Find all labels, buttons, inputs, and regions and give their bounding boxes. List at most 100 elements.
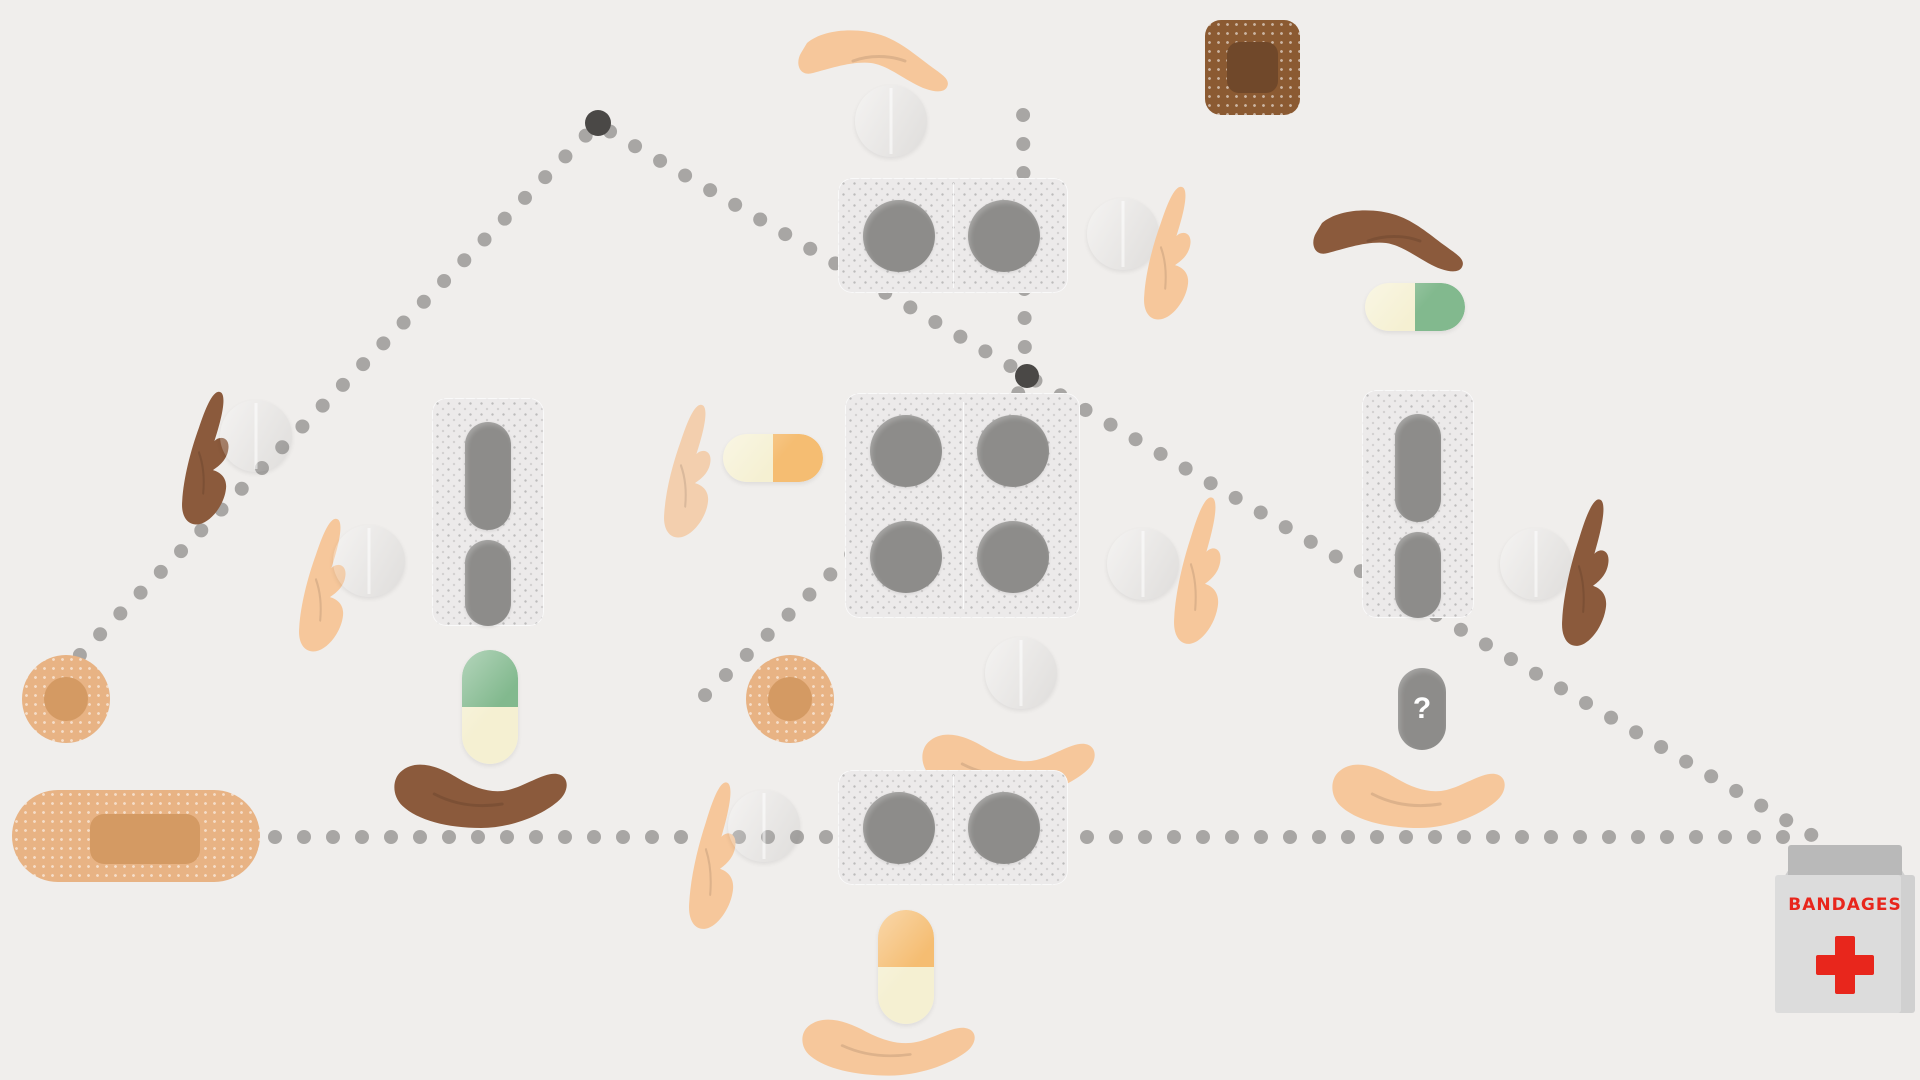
palm-with-orange-cream-capsule (800, 1005, 980, 1080)
path-dot (1726, 781, 1746, 801)
path-dot (625, 136, 645, 156)
path-dot (355, 830, 369, 844)
path-dot (1017, 310, 1032, 326)
path-dot (1626, 722, 1646, 742)
path-dot (1017, 339, 1032, 355)
brown-square-bandage (1205, 20, 1300, 115)
path-dot (1326, 546, 1346, 567)
tablet-score-line (1019, 639, 1023, 707)
path-dot (1312, 830, 1326, 844)
path-dot (1457, 830, 1471, 844)
path-dot (900, 297, 920, 317)
orange-cream-capsule (878, 910, 934, 1024)
blister-cell[interactable] (870, 415, 942, 487)
path-dot (1428, 830, 1442, 844)
hand-with-orange-tablet-bottom (685, 775, 755, 935)
blister-cell[interactable] (1395, 414, 1441, 522)
dark-hand-with-cream-green-capsule (1310, 205, 1470, 275)
blister-cell[interactable] (870, 521, 942, 593)
blister-crease (962, 402, 964, 609)
path-dot (1801, 825, 1821, 845)
path-dot (413, 830, 427, 844)
path-dot (1751, 796, 1771, 816)
path-dot (675, 165, 695, 186)
path-dot (1283, 830, 1297, 844)
path-dot (736, 644, 757, 665)
palm-under-question-capsule (1330, 748, 1510, 833)
blister-crease (953, 182, 954, 289)
blister-cell[interactable] (465, 540, 511, 626)
bandage-pad (44, 677, 88, 721)
tablet-score-line (254, 402, 258, 470)
path-dot (1341, 830, 1355, 844)
path-dot (1573, 830, 1587, 844)
path-dot (1301, 532, 1321, 552)
capsule-half-b (462, 707, 518, 764)
path-dot (471, 830, 485, 844)
tablet-score-line (1121, 200, 1125, 268)
blister-cell[interactable] (977, 415, 1049, 487)
path-dot (474, 229, 495, 250)
path-dot (1689, 830, 1703, 844)
round-bandage-left (22, 655, 110, 743)
path-dot (800, 239, 820, 259)
path-dot (1701, 766, 1721, 786)
orange-round-tablet-top (855, 85, 927, 157)
path-dot (558, 830, 572, 844)
blister-cell[interactable] (968, 792, 1040, 864)
path-dot (1016, 136, 1031, 152)
path-dot (1451, 620, 1471, 640)
path-dot (819, 830, 833, 844)
path-dot (1718, 830, 1732, 844)
path-dot (1080, 830, 1094, 844)
bandages-box[interactable]: BANDAGES (1775, 845, 1915, 1013)
path-dot (1151, 444, 1171, 464)
bandage-pad (1227, 42, 1278, 93)
path-dot (732, 830, 746, 844)
blister-cell[interactable] (968, 200, 1040, 272)
dark-hand-with-pink-tablet-left (178, 385, 248, 530)
path-dot (1251, 502, 1271, 523)
path-dot (1225, 830, 1239, 844)
path-dot (1399, 830, 1413, 844)
path-dot (750, 209, 770, 230)
blister-cell[interactable] (863, 792, 935, 864)
capsule-half-b (878, 967, 934, 1024)
path-dot (1196, 830, 1210, 844)
blister-cell[interactable] (977, 521, 1049, 593)
question-mark-capsule[interactable]: ? (1398, 668, 1446, 750)
red-cross-icon (1816, 935, 1874, 994)
green-round-tablet-center (985, 637, 1057, 709)
path-dot (1276, 517, 1296, 537)
path-dot (494, 208, 515, 229)
pink-round-tablet-left (220, 400, 292, 472)
path-dot (1526, 664, 1546, 684)
blister-pack-two-oval-right (1362, 390, 1474, 618)
dark-hand-with-pink-tablet-right (1558, 492, 1628, 652)
tablet-score-line (1534, 530, 1538, 598)
capsule-half-a (1365, 283, 1415, 331)
path-dot (1501, 649, 1521, 669)
path-dot (1167, 830, 1181, 844)
path-dot (1776, 810, 1796, 830)
path-dot (1676, 752, 1696, 772)
path-dot (555, 146, 576, 167)
path-dot (790, 830, 804, 844)
path-dot (799, 584, 820, 605)
path-dot (1486, 830, 1500, 844)
path-dot (1631, 830, 1645, 844)
blister-cell[interactable] (465, 422, 511, 530)
blister-cell[interactable] (863, 200, 935, 272)
path-dot (373, 333, 394, 354)
path-dot (775, 224, 795, 244)
path-dot (1551, 678, 1571, 698)
path-dot (975, 341, 996, 361)
blister-cell[interactable] (1395, 532, 1441, 618)
path-dot (90, 624, 111, 645)
capsule-gloss (723, 434, 823, 482)
path-dot (1601, 708, 1621, 728)
path-dot (1100, 415, 1121, 435)
green-round-tablet-top (1087, 198, 1159, 270)
path-dot (130, 582, 151, 603)
path-dot (1747, 830, 1761, 844)
